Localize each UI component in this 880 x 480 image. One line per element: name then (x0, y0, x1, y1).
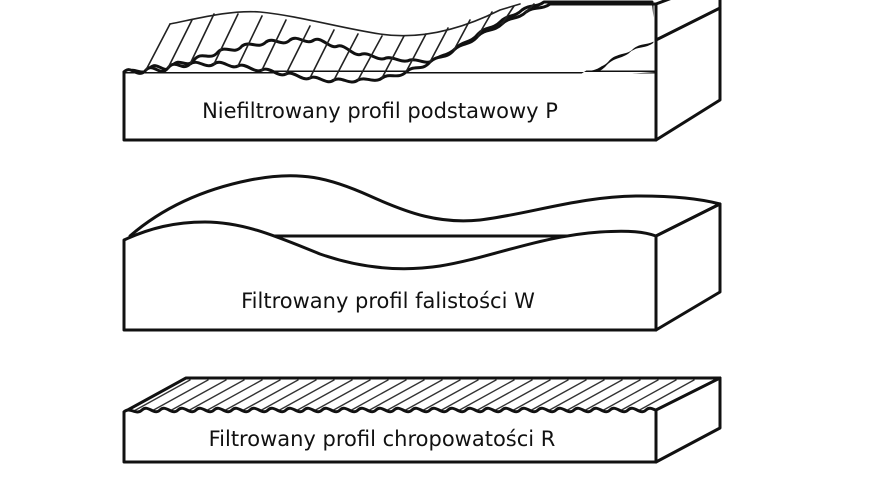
roughness-profile-side-face (654, 376, 722, 464)
waviness-profile-front-face (122, 220, 658, 332)
roughness-profile-label: Filtrowany profil chropowatości R (209, 427, 556, 451)
primary-profile-rim (124, 4, 656, 82)
primary-profile-block: Niefiltrowany profil podstawowy P (122, 0, 722, 142)
roughness-profile-hatching (131, 379, 695, 413)
waviness-profile-top-surface (128, 174, 722, 238)
waviness-profile-block: Filtrowany profil falistości W (122, 174, 722, 332)
roughness-profile-block: Filtrowany profil chropowatości R (122, 376, 722, 464)
primary-profile-label: Niefiltrowany profil podstawowy P (202, 99, 558, 123)
waviness-profile-label: Filtrowany profil falistości W (241, 289, 535, 313)
primary-profile-hatching (145, 3, 535, 81)
roughness-profile-front-face (122, 406, 658, 464)
primary-profile-side-face (654, 0, 722, 142)
primary-profile-depth-edge (654, 6, 722, 42)
waviness-profile-side-face (654, 202, 722, 332)
